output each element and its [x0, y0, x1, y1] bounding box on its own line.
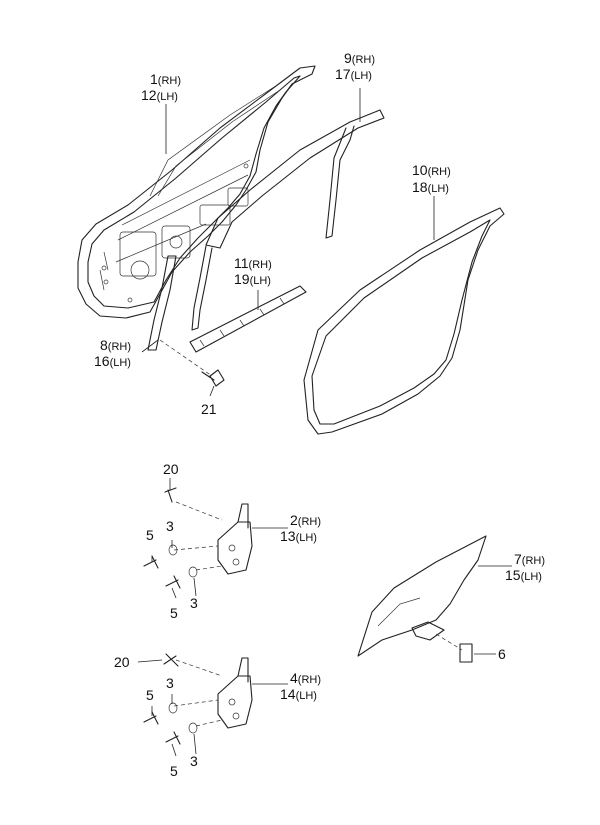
callout-label: 1(RH) — [150, 71, 181, 87]
callout-label: 12(LH) — [141, 87, 178, 103]
callout-label: 4(RH) — [290, 670, 321, 686]
callout-label: 14(LH) — [280, 686, 317, 702]
callout-label: 16(LH) — [94, 353, 131, 369]
callout-label: 3 — [166, 518, 174, 534]
leader-lines — [137, 88, 512, 757]
callout-label: 8(RH) — [100, 337, 131, 353]
door-glass-part — [357, 535, 487, 663]
callout-label: 20 — [163, 461, 179, 477]
callout-label: 21 — [201, 401, 217, 417]
callout-label: 5 — [170, 763, 178, 779]
callout-label: 3 — [190, 595, 198, 611]
door-panel-part — [77, 65, 316, 319]
bolt-part — [159, 339, 225, 387]
window-run-channel-part — [191, 109, 385, 331]
upper-hinge-part — [143, 487, 253, 589]
callout-label: 5 — [146, 687, 154, 703]
callout-label: 15(LH) — [505, 567, 542, 583]
lower-sash-channel-part — [147, 255, 177, 351]
callout-label: 11(RH) — [234, 255, 272, 271]
callout-label: 10(RH) — [412, 162, 451, 178]
callout-label: 9(RH) — [344, 50, 375, 66]
callout-labels: 1(RH) 12(LH) 9(RH) 17(LH) 10(RH) 18(LH) … — [94, 50, 545, 779]
callout-label: 20 — [114, 654, 130, 670]
callout-label: 3 — [190, 753, 198, 769]
callout-label: 5 — [170, 605, 178, 621]
callout-label: 7(RH) — [514, 551, 545, 567]
belt-molding-part — [189, 285, 307, 353]
callout-label: 19(LH) — [234, 271, 271, 287]
callout-label: 18(LH) — [412, 179, 449, 195]
callout-label: 17(LH) — [335, 66, 372, 82]
callout-label: 5 — [146, 527, 154, 543]
callout-label: 6 — [498, 646, 506, 662]
callout-label: 3 — [166, 675, 174, 691]
callout-label: 2(RH) — [290, 512, 321, 528]
door-weatherstrip-part — [303, 207, 505, 435]
callout-label: 13(LH) — [280, 528, 317, 544]
lower-hinge-part — [143, 653, 253, 745]
